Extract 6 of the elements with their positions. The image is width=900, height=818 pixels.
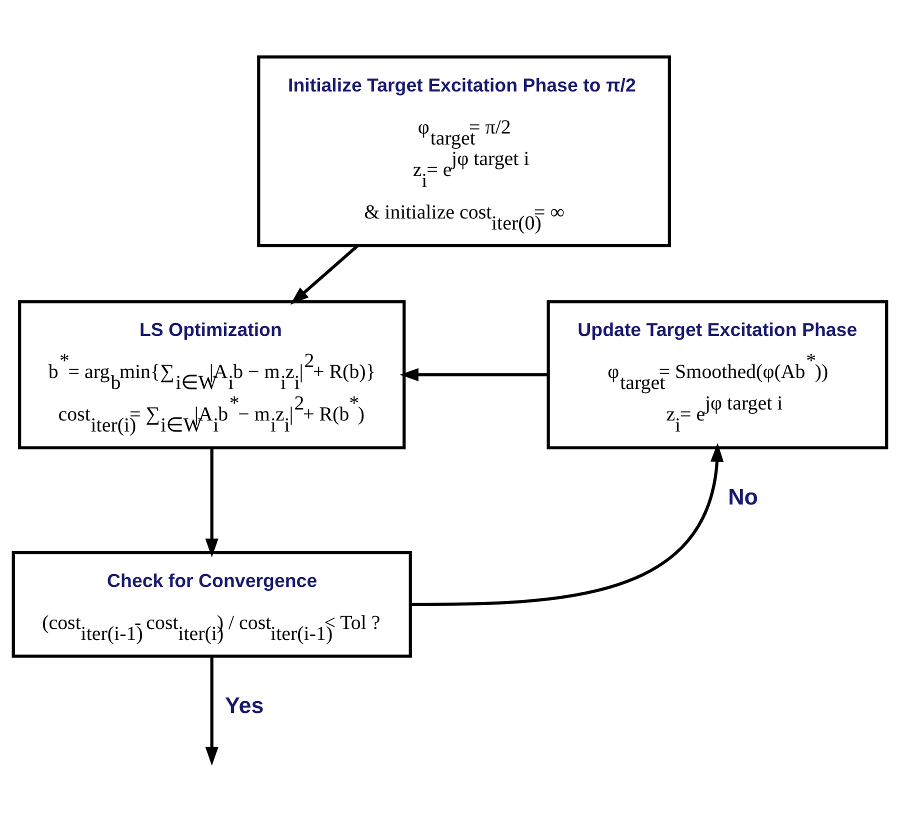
edge-label: No <box>728 484 758 509</box>
arrow <box>400 368 548 381</box>
edge-label: Yes <box>224 692 264 718</box>
arrow <box>205 656 218 766</box>
arrow <box>412 442 724 606</box>
arrow <box>205 447 218 557</box>
